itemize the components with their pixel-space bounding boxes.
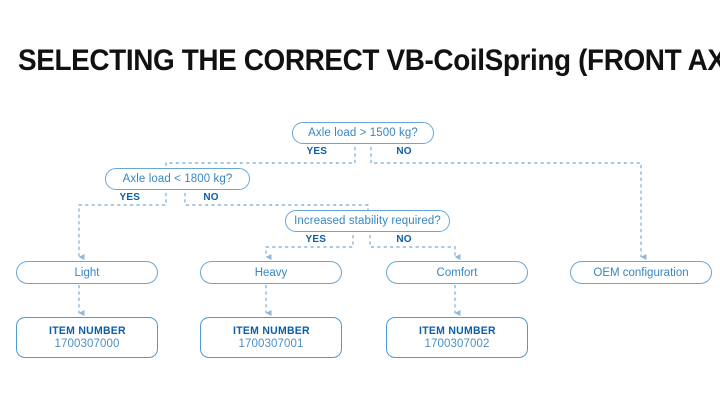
- item-number-heavy-label: ITEM NUMBER: [232, 325, 310, 337]
- decision-axle-load-1800[interactable]: Axle load < 1800 kg?: [105, 168, 250, 190]
- decision-axle-load-1500-text: Axle load > 1500 kg?: [308, 127, 418, 139]
- decision-axle-load-1500[interactable]: Axle load > 1500 kg?: [292, 122, 434, 144]
- result-light[interactable]: Light: [16, 261, 158, 284]
- item-number-light-value: 1700307000: [54, 338, 120, 350]
- decision-increased-stability[interactable]: Increased stability required?: [285, 210, 450, 232]
- item-number-heavy-value: 1700307001: [238, 338, 304, 350]
- decision-axle-load-1500-yes-label: YES: [306, 145, 328, 157]
- result-comfort-label: Comfort: [436, 266, 478, 279]
- result-comfort[interactable]: Comfort: [386, 261, 528, 284]
- item-number-light[interactable]: ITEM NUMBER 1700307000: [16, 317, 158, 358]
- decision-axle-load-1500-no-label: NO: [396, 145, 412, 157]
- item-number-comfort-label: ITEM NUMBER: [418, 325, 496, 337]
- page-title: SELECTING THE CORRECT VB-CoilSpring (FRO…: [18, 44, 720, 77]
- result-heavy-label: Heavy: [254, 266, 288, 279]
- decision-axle-load-1800-no-label: NO: [203, 191, 219, 203]
- item-number-light-label: ITEM NUMBER: [48, 325, 126, 337]
- item-number-heavy[interactable]: ITEM NUMBER 1700307001: [200, 317, 342, 358]
- decision-axle-load-1800-yes-label: YES: [119, 191, 141, 203]
- item-number-comfort-value: 1700307002: [424, 338, 490, 350]
- decision-axle-load-1800-text: Axle load < 1800 kg?: [122, 173, 233, 185]
- decision-increased-stability-yes-label: YES: [305, 233, 327, 245]
- result-heavy[interactable]: Heavy: [200, 261, 342, 284]
- decision-increased-stability-text: Increased stability required?: [294, 215, 441, 227]
- result-oem-configuration-label: OEM configuration: [593, 266, 689, 279]
- result-oem-configuration[interactable]: OEM configuration: [570, 261, 712, 284]
- decision-increased-stability-no-label: NO: [396, 233, 412, 245]
- item-number-comfort[interactable]: ITEM NUMBER 1700307002: [386, 317, 528, 358]
- result-light-label: Light: [74, 266, 100, 279]
